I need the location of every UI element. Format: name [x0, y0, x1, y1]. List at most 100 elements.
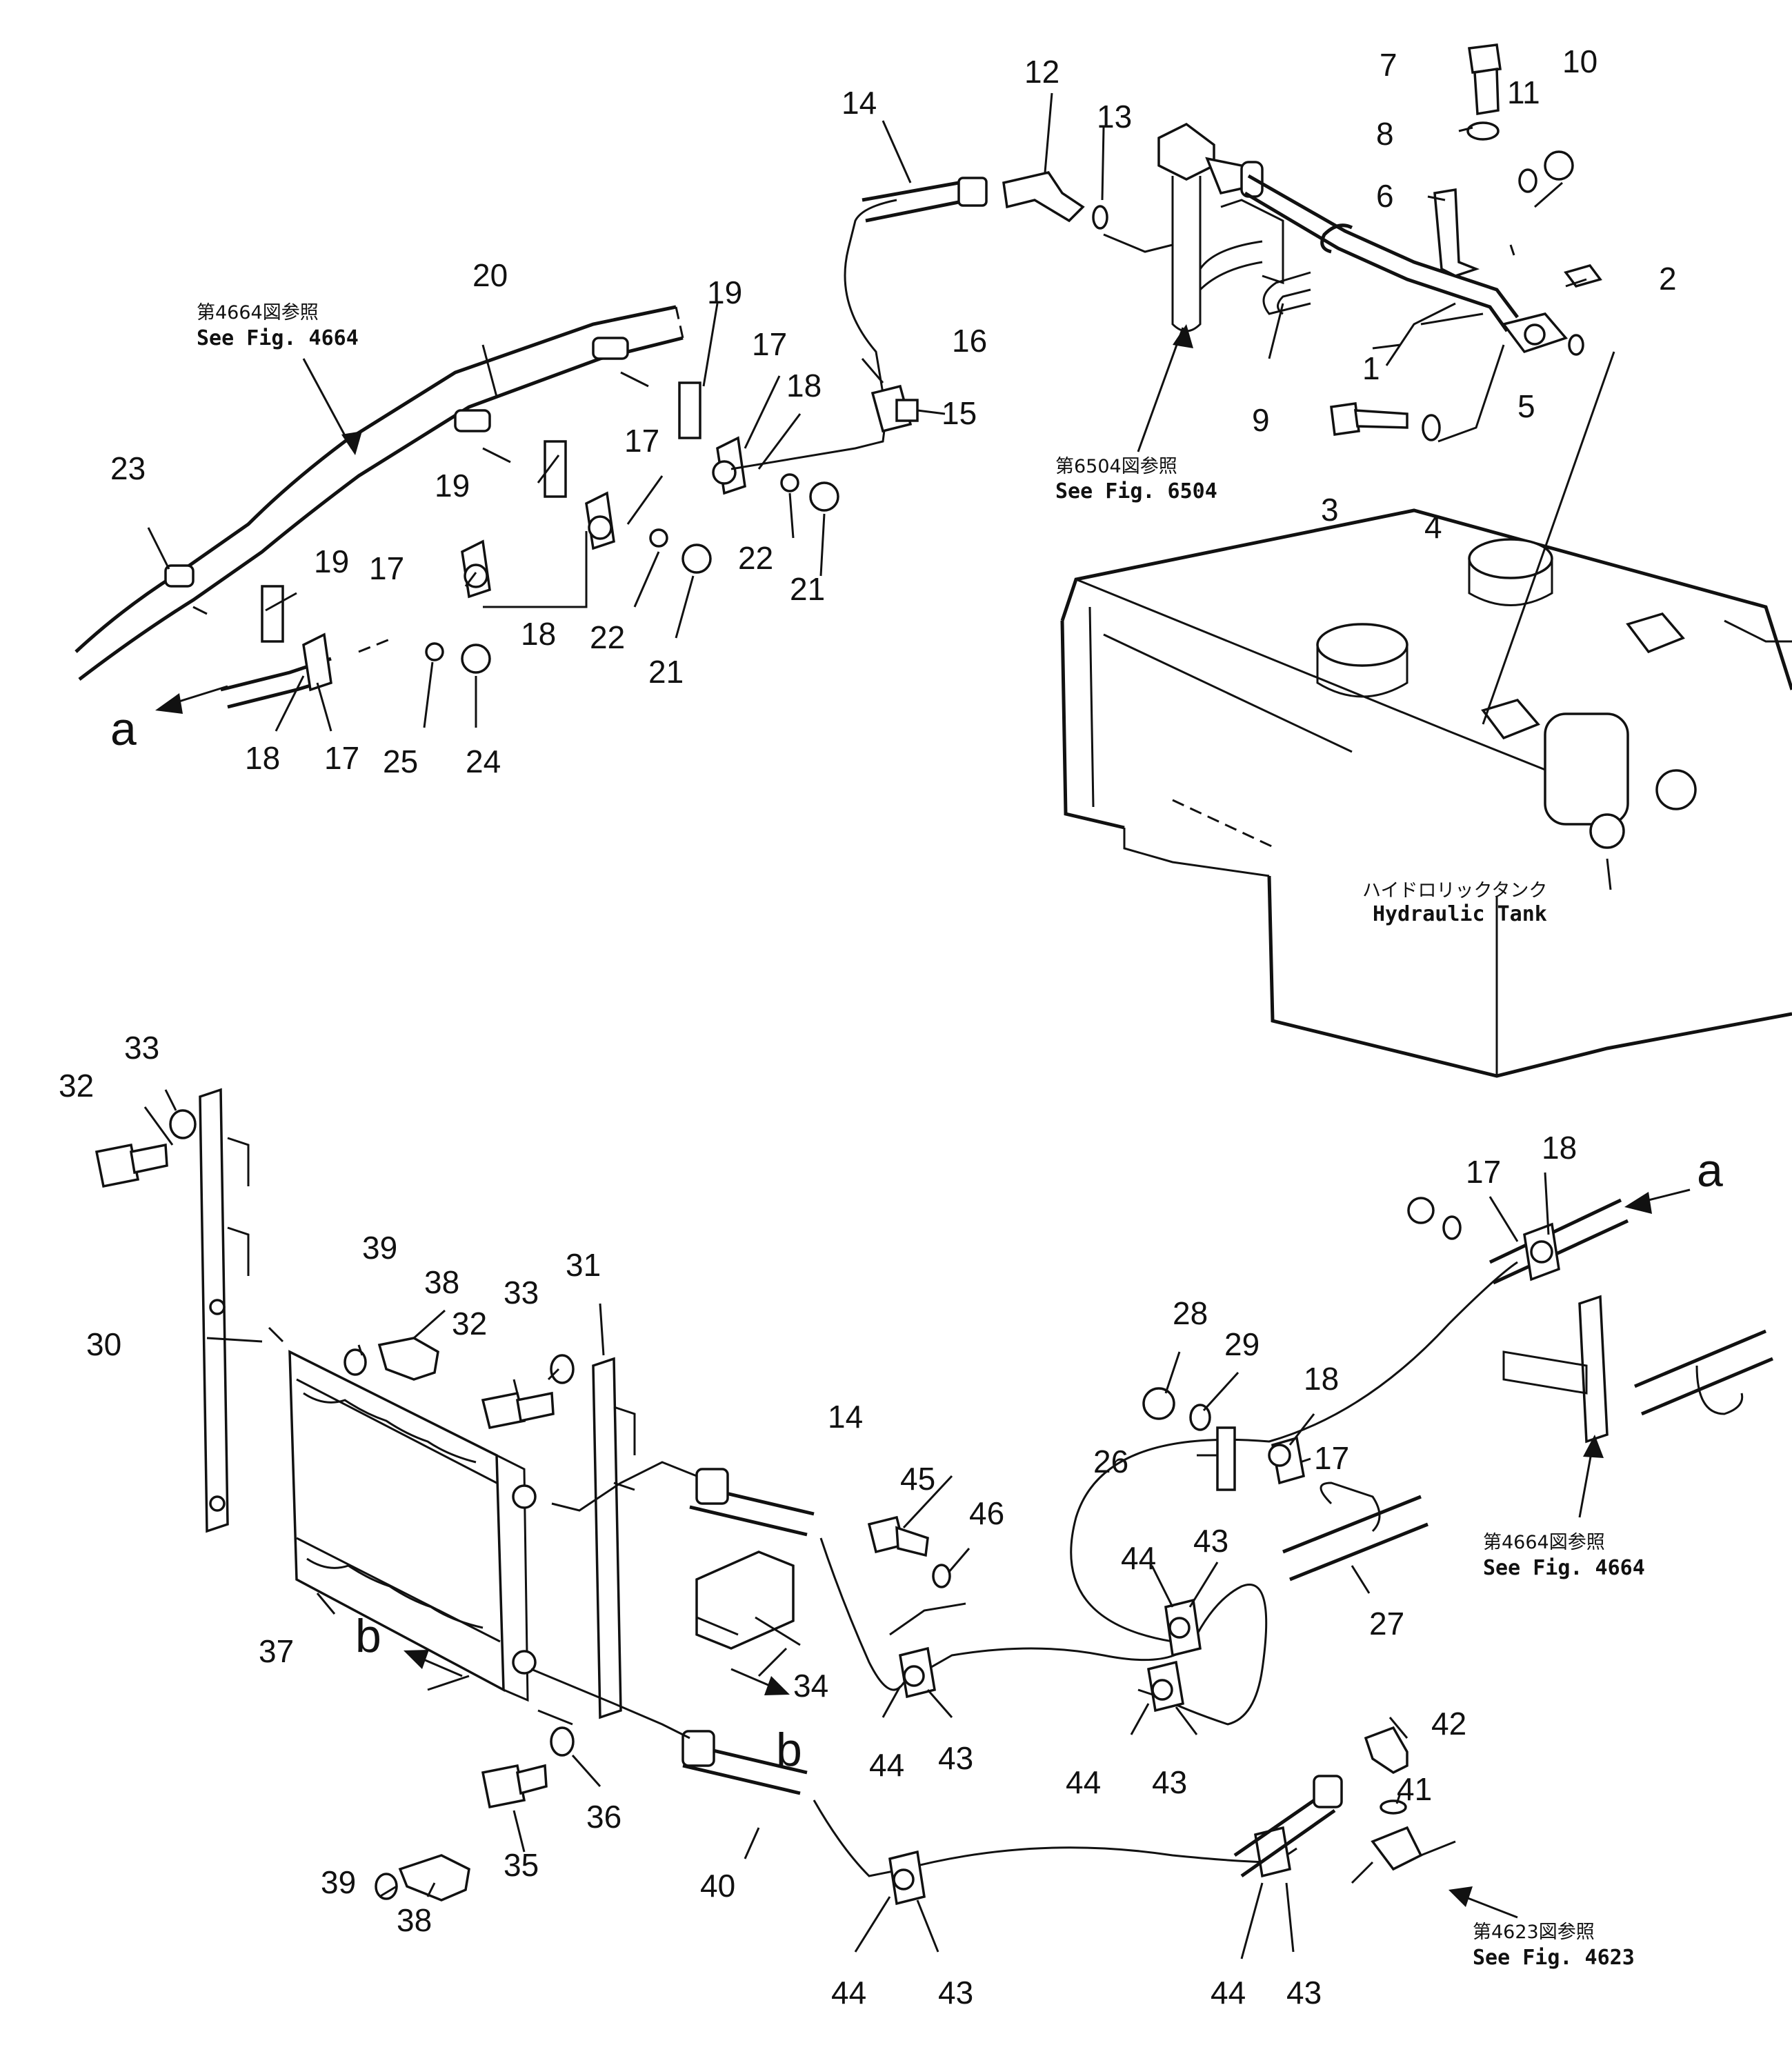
callout-14-bottom: 14: [828, 1399, 863, 1435]
letter-b-left: b: [355, 1610, 381, 1662]
callout-32-b: 32: [452, 1306, 487, 1341]
callout-5: 5: [1517, 388, 1535, 424]
callout-18-c: 18: [245, 740, 280, 776]
callout-17-c: 17: [369, 550, 404, 586]
callout-40: 40: [700, 1868, 735, 1904]
callout-28: 28: [1173, 1295, 1208, 1331]
callout-43-d: 43: [938, 1975, 973, 2011]
callout-15: 15: [942, 395, 977, 431]
callout-34: 34: [793, 1668, 828, 1704]
callout-44-d: 44: [831, 1975, 866, 2011]
callout-46: 46: [969, 1495, 1004, 1531]
callout-6: 6: [1376, 178, 1394, 214]
callout-8: 8: [1376, 116, 1394, 152]
hydraulic-tank: [1060, 508, 1792, 1078]
arrow-b-head: [764, 1676, 790, 1695]
callout-44-e: 44: [1211, 1975, 1246, 2011]
callout-33-b: 33: [504, 1275, 539, 1310]
reference-arrows: [155, 324, 1691, 1919]
callout-10: 10: [1562, 43, 1597, 79]
callout-16: 16: [952, 323, 987, 359]
callout-43-c: 43: [1193, 1523, 1228, 1559]
callout-19-c: 19: [314, 543, 349, 579]
callout-18-b: 18: [521, 616, 556, 652]
callout-18-a: 18: [786, 368, 822, 403]
callout-18-d: 18: [1304, 1361, 1339, 1397]
callout-26: 26: [1093, 1444, 1128, 1479]
reference-labels: 第4664図参照 See Fig. 4664 第6504図参照 See Fig.…: [110, 302, 1723, 1970]
callout-44-a: 44: [869, 1747, 904, 1783]
ref-4664-top-en: See Fig. 4664: [197, 326, 359, 350]
callout-7: 7: [1380, 47, 1397, 83]
callout-21-b: 21: [648, 654, 684, 690]
callout-4: 4: [1424, 509, 1442, 545]
callout-42: 42: [1431, 1706, 1466, 1742]
callout-22-a: 22: [738, 540, 773, 576]
ref-6504-en: See Fig. 6504: [1055, 479, 1217, 503]
callout-33-a: 33: [124, 1030, 159, 1066]
callout-17-e: 17: [1314, 1440, 1349, 1476]
callout-22-b: 22: [590, 619, 625, 655]
bottom-cooler-assembly: [94, 1088, 1773, 1906]
callout-39-b: 39: [321, 1864, 356, 1900]
ref-4623-en: See Fig. 4623: [1473, 1946, 1635, 1970]
callout-41: 41: [1397, 1771, 1432, 1807]
callout-17-f: 17: [1466, 1154, 1501, 1190]
callout-37: 37: [259, 1633, 294, 1669]
callout-numbers: 1 2 3 4 5 6 7 8 9 10 11 12 13 14 15 16 1…: [59, 43, 1677, 2011]
leader-lines: [143, 92, 1587, 1959]
callout-44-c: 44: [1121, 1540, 1156, 1576]
callout-45: 45: [900, 1461, 935, 1497]
callout-35: 35: [504, 1847, 539, 1883]
callout-27: 27: [1369, 1606, 1404, 1642]
callout-3: 3: [1321, 492, 1339, 528]
callout-44-b: 44: [1066, 1764, 1101, 1800]
callout-43-a: 43: [938, 1740, 973, 1776]
letter-a-bottom: a: [1697, 1144, 1723, 1197]
ref-4664-bottom-en: See Fig. 4664: [1483, 1556, 1645, 1580]
callout-9: 9: [1252, 402, 1270, 438]
callout-11: 11: [1507, 74, 1540, 110]
callout-19-b: 19: [435, 468, 470, 503]
arrow-head: [1448, 1886, 1473, 1907]
arrow-head: [1173, 324, 1193, 348]
callout-38-b: 38: [397, 1902, 432, 1938]
arrow-head: [341, 431, 362, 455]
callout-21-a: 21: [790, 571, 825, 607]
letter-a-top: a: [110, 703, 137, 755]
ref-4664-bottom-jp: 第4664図参照: [1483, 1532, 1605, 1553]
callout-25: 25: [383, 744, 418, 779]
callout-38-a: 38: [424, 1264, 459, 1300]
callout-17-a: 17: [752, 326, 787, 362]
callout-18-e: 18: [1542, 1130, 1577, 1166]
callout-13: 13: [1097, 99, 1132, 134]
arrow-a-head: [1624, 1192, 1652, 1214]
callout-39-a: 39: [362, 1230, 397, 1266]
arrow-head: [1583, 1435, 1604, 1458]
top-piping-assembly: [74, 43, 1615, 725]
callout-30: 30: [86, 1326, 121, 1362]
callout-2: 2: [1659, 261, 1677, 297]
callout-19-a: 19: [707, 275, 742, 310]
callout-29: 29: [1224, 1326, 1260, 1362]
callout-20: 20: [472, 257, 508, 293]
callout-24: 24: [466, 744, 501, 779]
callout-43-b: 43: [1152, 1764, 1187, 1800]
callout-43-e: 43: [1286, 1975, 1322, 2011]
callout-23: 23: [110, 450, 146, 486]
callout-31: 31: [566, 1247, 601, 1283]
letter-b-right: b: [776, 1724, 802, 1776]
callout-17-b: 17: [624, 423, 659, 459]
ref-6504-jp: 第6504図参照: [1055, 456, 1177, 477]
callout-1: 1: [1362, 350, 1380, 386]
callout-17-d: 17: [324, 740, 359, 776]
arrow-a-head: [155, 693, 183, 714]
tank-label-en: Hydraulic Tank: [1373, 902, 1547, 926]
ref-4664-top-jp: 第4664図参照: [197, 302, 319, 323]
callout-14-top: 14: [842, 85, 877, 121]
callout-32-a: 32: [59, 1068, 94, 1104]
ref-4623-jp: 第4623図参照: [1473, 1922, 1595, 1943]
callout-36: 36: [586, 1799, 621, 1835]
callout-12: 12: [1024, 54, 1059, 90]
